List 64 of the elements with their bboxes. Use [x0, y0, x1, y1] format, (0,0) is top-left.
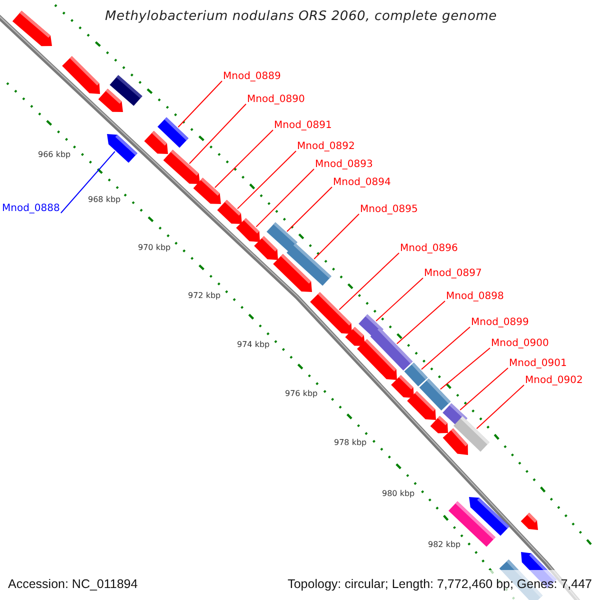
gene-label: Mnod_0891	[274, 120, 332, 132]
scale-label: 966 kbp	[38, 150, 71, 160]
leader-line	[314, 214, 360, 260]
gene-feature	[310, 292, 352, 334]
diagram-title: Methylobacterium nodulans ORS 2060, complete genome	[105, 9, 497, 24]
gene-label: Mnod_0901	[509, 358, 567, 370]
leader-line	[214, 130, 274, 188]
leader-line	[460, 368, 508, 410]
gene-label: Mnod_0888	[2, 203, 60, 215]
gene-feature	[273, 254, 312, 292]
gene-feature	[12, 10, 52, 46]
gene-feature	[442, 428, 468, 455]
gene-feature	[62, 56, 100, 94]
gene-feature	[236, 218, 260, 242]
leader-line	[178, 80, 222, 128]
gene-segment	[266, 222, 298, 252]
gene-label: Mnod_0902	[525, 375, 583, 387]
gene-feature	[98, 88, 123, 112]
gene-segment	[110, 75, 142, 106]
leader-line	[476, 384, 524, 430]
gene-label: Mnod_0897	[424, 268, 482, 280]
scale-label: 976 kbp	[285, 389, 318, 399]
gene-label: Mnod_0895	[360, 204, 418, 216]
leader-line	[237, 150, 296, 210]
gene-label: Mnod_0894	[333, 177, 391, 189]
gene-feature	[430, 416, 448, 434]
gene-feature	[469, 497, 510, 536]
gene-feature	[163, 150, 200, 184]
scale-label: 970 kbp	[138, 243, 171, 253]
scale-label: 982 kbp	[428, 540, 461, 550]
gene-label: Mnod_0899	[471, 317, 529, 329]
gene-label: Mnod_0892	[297, 141, 355, 153]
gene-feature	[357, 339, 397, 380]
gene-feature	[107, 134, 138, 163]
genome-summary-text: Topology: circular; Length: 7,772,460 bp; Genes: 7,447	[288, 576, 592, 592]
leader-line	[60, 151, 116, 214]
leader-line	[256, 168, 314, 228]
gene-label: Mnod_0893	[315, 159, 373, 171]
gene-feature	[217, 200, 242, 224]
gene-feature	[520, 512, 538, 530]
gene-feature	[391, 375, 414, 398]
scale-label: 972 kbp	[188, 291, 221, 301]
gene-label: Mnod_0889	[223, 71, 281, 83]
scale-label: 974 kbp	[237, 340, 270, 350]
accession-text: Accession: NC_011894	[8, 576, 138, 592]
gene-label: Mnod_0896	[400, 243, 458, 255]
leader-line	[286, 186, 332, 232]
leader-line	[396, 300, 446, 344]
gene-label: Mnod_0900	[491, 338, 549, 350]
gene-label: Mnod_0890	[247, 94, 305, 106]
gene-feature	[407, 391, 436, 420]
gene-feature	[193, 178, 221, 204]
gene-feature	[345, 326, 365, 346]
scale-label: 968 kbp	[88, 195, 121, 205]
scale-label: 978 kbp	[334, 438, 367, 448]
gene-feature	[254, 236, 278, 260]
leader-line	[338, 252, 400, 310]
gene-feature	[144, 130, 168, 154]
leader-line	[421, 326, 470, 370]
leader-line	[440, 348, 490, 390]
scale-label: 980 kbp	[382, 489, 415, 499]
gene-label: Mnod_0898	[446, 291, 504, 303]
leader-line	[376, 278, 424, 322]
leader-line	[188, 104, 246, 164]
